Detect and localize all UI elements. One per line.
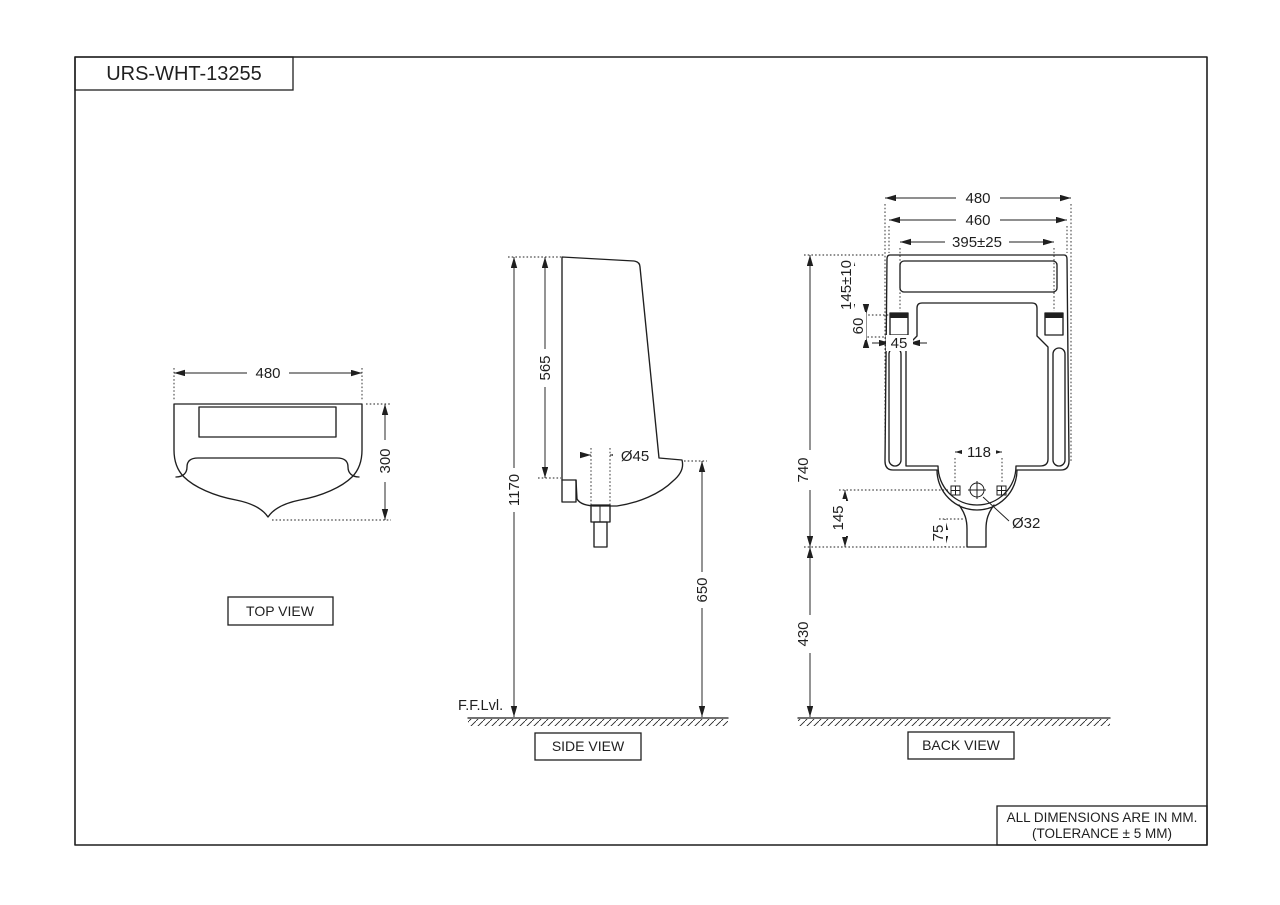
top-view-label-box	[227, 596, 334, 626]
sheet-border	[74, 56, 1208, 846]
back-view-label: BACK VIEW	[922, 737, 1001, 753]
back-view-recess	[905, 302, 1049, 506]
back-view-outline	[884, 254, 1070, 511]
dim-back-outlet-dia: Ø32	[1012, 515, 1040, 532]
back-view-ground-hatch	[798, 719, 1110, 726]
dim-back-top-width: 460	[965, 212, 990, 229]
dim-top-width: 480	[255, 365, 280, 382]
top-view-outline	[173, 403, 363, 518]
top-view-label: TOP VIEW	[246, 603, 315, 619]
right-slot	[1052, 347, 1066, 467]
dim-back-hanger-height: 60	[850, 318, 867, 335]
back-view-inlet-box	[899, 260, 1058, 293]
dim-back-hanger-span: 395±25	[952, 234, 1002, 251]
dim-back-tail-length: 75	[930, 525, 947, 542]
dim-back-tail-to-floor: 430	[795, 621, 812, 646]
top-view: 480 300 TOP VIEW	[173, 365, 394, 626]
left-slot	[888, 347, 902, 467]
top-view-rim	[175, 457, 360, 478]
dim-side-total-height: 1170	[506, 474, 523, 506]
note-line2: (TOLERANCE ± 5 MM)	[1032, 826, 1172, 841]
back-view-label-box	[907, 731, 1015, 760]
dim-back-hanger-width: 45	[891, 335, 908, 352]
title-box	[74, 56, 294, 91]
back-view: 480 460 395±25 145±10 60	[795, 190, 1111, 760]
note-line1: ALL DIMENSIONS ARE IN MM.	[1007, 810, 1198, 825]
dim-back-tail-height: 145	[830, 505, 847, 530]
dim-back-overall-width: 480	[965, 190, 990, 207]
side-view-flange	[561, 479, 577, 503]
dim-back-overall-height: 740	[795, 457, 812, 482]
side-view: 1170 565 Ø45 650 F.F.Lvl. SIDE VIEW	[458, 256, 729, 761]
dim-back-top-to-hanger: 145±10	[838, 260, 855, 310]
left-fixing-hole	[950, 485, 961, 496]
outlet-hole	[968, 481, 986, 499]
top-view-recess	[198, 406, 337, 438]
side-view-label: SIDE VIEW	[552, 738, 625, 754]
dim-top-depth: 300	[377, 448, 394, 473]
dim-back-fixing-span: 118	[967, 444, 991, 461]
note-box	[996, 805, 1208, 846]
right-fixing-hole	[996, 485, 1007, 496]
side-view-outline	[561, 256, 684, 507]
dim-side-rim-height: 650	[694, 577, 711, 602]
drawing-title: URS-WHT-13255	[106, 63, 262, 85]
back-view-tail	[958, 504, 995, 548]
side-view-label-box	[534, 732, 642, 761]
floor-level-label: F.F.Lvl.	[458, 698, 503, 714]
side-view-outlet-pipe	[593, 521, 608, 548]
side-view-ground-hatch	[468, 719, 728, 726]
dim-side-outlet-dia: Ø45	[621, 448, 649, 465]
dim-side-body-height: 565	[537, 355, 554, 380]
